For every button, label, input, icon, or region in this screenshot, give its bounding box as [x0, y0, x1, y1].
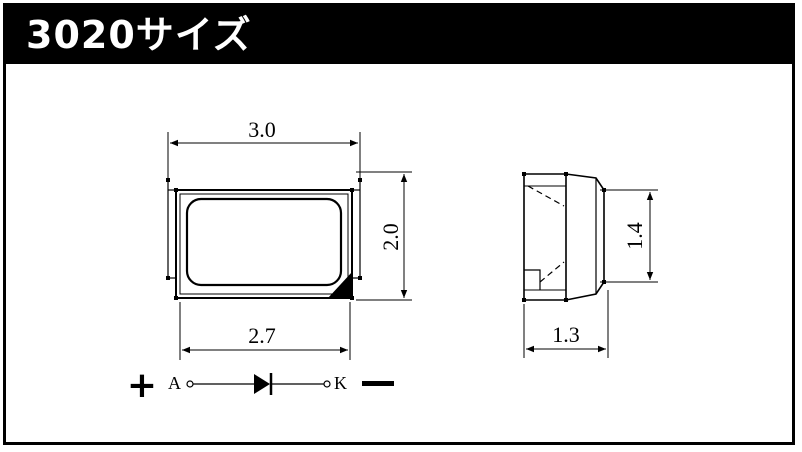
- side-view: [523, 173, 658, 358]
- page-title: 3020サイズ: [6, 6, 792, 64]
- diode-icon: [254, 374, 270, 394]
- diagram-frame: 3020サイズ: [3, 3, 795, 445]
- width-label: 3.0: [248, 117, 276, 142]
- cathode-mark: [328, 272, 352, 298]
- inner-width-label: 2.7: [248, 323, 276, 348]
- side-view-corner-points: [522, 172, 606, 302]
- cathode-label: K: [334, 373, 347, 393]
- top-view-corner-points: [166, 178, 362, 300]
- anode-label: A: [168, 373, 181, 393]
- minus-sign: [362, 381, 394, 386]
- height-label: 2.0: [378, 223, 403, 251]
- polarity-symbol: + A K: [127, 365, 394, 406]
- package-body-outline: [175, 189, 353, 299]
- top-view: [167, 132, 412, 360]
- lens-outline: [185, 197, 343, 287]
- depth-label: 1.3: [552, 322, 580, 347]
- plus-sign: +: [127, 365, 157, 406]
- side-height-label: 1.4: [622, 222, 647, 250]
